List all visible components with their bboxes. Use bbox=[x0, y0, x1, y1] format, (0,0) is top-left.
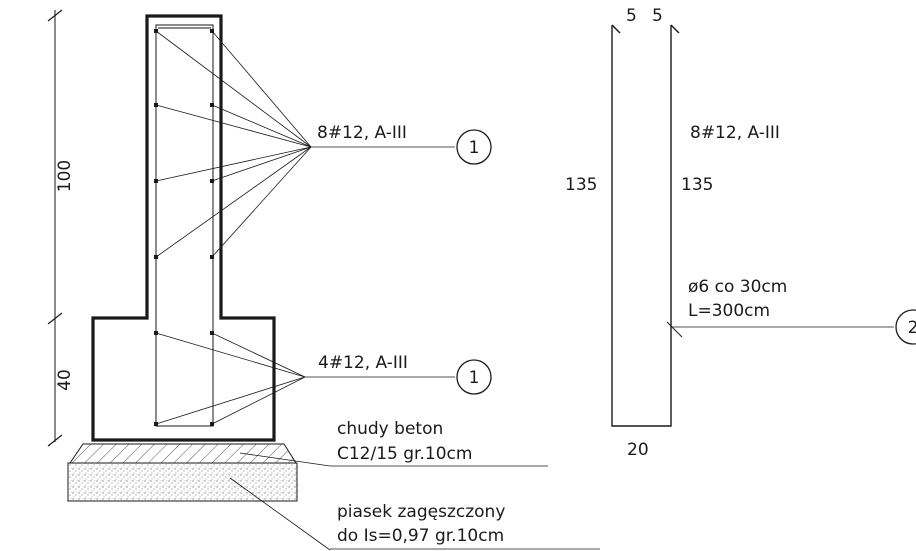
lean-concrete-label-line2: C12/15 gr.10cm bbox=[337, 444, 472, 464]
rebar-cage bbox=[155, 24, 214, 427]
rebar-dots bbox=[154, 29, 214, 426]
dimension-wall-height: 100 bbox=[55, 160, 75, 192]
lower-rebar-label: 4#12, A-III bbox=[318, 353, 408, 373]
stirrup-mark: 2 bbox=[895, 309, 916, 345]
detail-length-left: 135 bbox=[565, 175, 597, 195]
lean-concrete-leader bbox=[239, 452, 331, 467]
sand-leader bbox=[229, 477, 331, 551]
lean-concrete-layer bbox=[69, 443, 297, 464]
svg-text:1: 1 bbox=[469, 138, 480, 158]
lower-rebar-leaders bbox=[155, 332, 455, 425]
sand-label-line2: do Is=0,97 gr.10cm bbox=[337, 526, 504, 546]
vertical-dimension-chain bbox=[47, 9, 63, 447]
upper-rebar-leaders bbox=[155, 30, 455, 258]
detail-rebar-label: 8#12, A-III bbox=[690, 123, 780, 143]
sand-layer bbox=[67, 462, 298, 502]
svg-text:2: 2 bbox=[908, 318, 916, 338]
hook-length-left: 5 bbox=[626, 6, 637, 26]
stirrup-leader-tick bbox=[666, 321, 683, 338]
detail-length-right: 135 bbox=[681, 175, 713, 195]
stirrup-label-line2: L=300cm bbox=[688, 301, 770, 321]
lean-concrete-label-line1: chudy beton bbox=[337, 419, 443, 439]
upper-rebar-label: 8#12, A-III bbox=[317, 123, 407, 143]
upper-rebar-mark: 1 bbox=[456, 129, 492, 165]
detail-width: 20 bbox=[627, 440, 649, 460]
wall-footing-outline bbox=[91, 14, 276, 442]
stirrup-shape bbox=[611, 24, 680, 427]
stirrup-label-line1: ø6 co 30cm bbox=[688, 277, 787, 297]
lower-rebar-mark: 1 bbox=[456, 359, 492, 395]
svg-text:1: 1 bbox=[469, 368, 480, 388]
hook-length-right: 5 bbox=[652, 6, 663, 26]
sand-label-line1: piasek zagęszczony bbox=[337, 502, 505, 522]
dimension-footing-height: 40 bbox=[55, 369, 75, 391]
